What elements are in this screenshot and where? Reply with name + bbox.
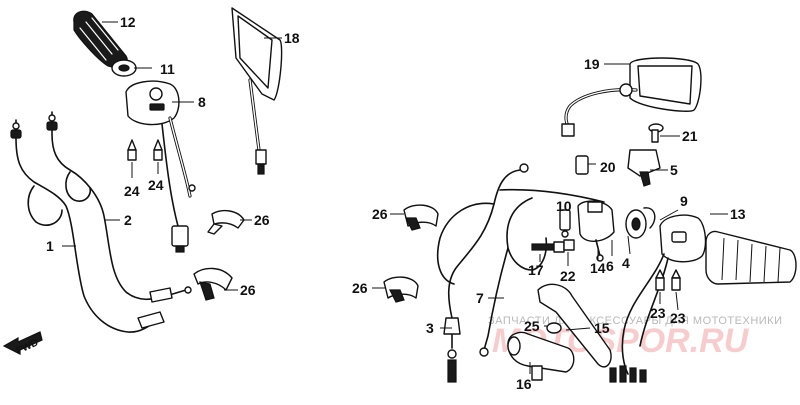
lever-bracket-6 (625, 207, 656, 239)
label-25: 25 (524, 318, 540, 334)
label-24b: 24 (148, 177, 164, 193)
label-8: 8 (198, 94, 206, 110)
nut-22 (563, 239, 575, 251)
clamp-5 (627, 149, 661, 187)
screw-23b (671, 269, 681, 291)
label-5: 5 (670, 162, 678, 178)
connector-cluster (609, 365, 647, 383)
bolt-17 (531, 241, 565, 253)
label-20: 20 (600, 159, 616, 175)
label-18: 18 (284, 30, 300, 46)
label-16: 16 (516, 376, 532, 392)
right-grip-13 (705, 230, 797, 285)
cable-clamp-26d (383, 276, 419, 303)
label-26c: 26 (372, 206, 388, 222)
switch-assembly-14 (577, 200, 615, 262)
label-26b: 26 (240, 282, 256, 298)
cable-clamp-26b (193, 267, 233, 301)
label-14: 14 (590, 260, 606, 276)
cable-clamp-26c (403, 204, 439, 231)
left-switch-8 (125, 80, 196, 253)
cable-3 (436, 163, 529, 383)
label-22: 22 (560, 268, 576, 284)
label-23b: 23 (670, 310, 686, 326)
label-1: 1 (46, 238, 54, 254)
label-6: 6 (606, 258, 614, 274)
throttle-pipe-16 (507, 331, 575, 381)
label-23a: 23 (650, 305, 666, 321)
label-26d: 26 (352, 280, 368, 296)
leader-lines (62, 21, 728, 374)
label-17: 17 (528, 262, 544, 278)
label-9: 9 (680, 193, 688, 209)
grip-end-11 (111, 59, 137, 77)
cable-1 (10, 119, 165, 333)
label-10: 10 (556, 198, 572, 214)
label-24a: 24 (124, 183, 140, 199)
bolt-21 (648, 123, 664, 143)
brake-lever-15 (537, 283, 612, 368)
label-13: 13 (730, 206, 746, 222)
bolt-24a (127, 139, 137, 161)
part-labels: 12 11 8 18 24 24 2 1 26 26 19 21 20 5 9 … (46, 14, 746, 392)
label-12: 12 (120, 14, 136, 30)
cable-7 (479, 188, 605, 357)
right-mirror-19 (561, 57, 702, 137)
label-4: 4 (622, 255, 630, 271)
left-mirror-18 (231, 7, 283, 175)
collar-25 (546, 322, 562, 334)
label-21: 21 (682, 128, 698, 144)
screw-23a (655, 269, 665, 291)
label-19: 19 (584, 56, 600, 72)
cable-2 (46, 111, 192, 303)
label-2: 2 (124, 212, 132, 228)
label-15: 15 (594, 320, 610, 336)
label-7: 7 (476, 290, 484, 306)
cable-clamp-26a (207, 209, 245, 235)
label-3: 3 (426, 320, 434, 336)
fwd-arrow: FWD (2, 331, 43, 357)
label-11: 11 (160, 61, 175, 77)
front-brake-switch-10 (559, 209, 571, 238)
bolt-24b (153, 139, 163, 161)
label-26a: 26 (254, 212, 270, 228)
right-switch-9 (609, 214, 707, 383)
stop-switch-20 (575, 155, 596, 175)
